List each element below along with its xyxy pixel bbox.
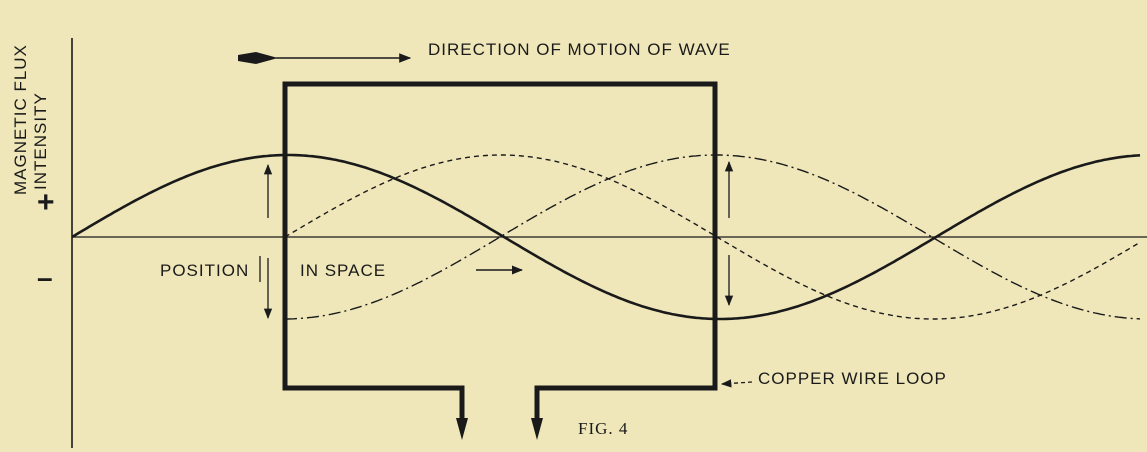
- left-lead-arrow-icon: [456, 418, 468, 440]
- wave-dashed: [284, 154, 1141, 320]
- copper-wire-loop: [282, 81, 718, 420]
- minus-sign: –: [37, 262, 54, 293]
- right-lead-arrow-icon: [531, 418, 543, 440]
- plus-sign: +: [37, 186, 56, 219]
- wave-solid: [71, 153, 1141, 321]
- y-axis-label-line2: INTENSITY: [31, 92, 50, 190]
- loop-label-leader: [720, 379, 753, 388]
- position-label: POSITION: [160, 261, 249, 280]
- figure-caption: FIG. 4: [578, 419, 628, 438]
- y-axis-label-line1: MAGNETIC FLUX: [11, 44, 30, 195]
- wave-dashdot: [285, 154, 1141, 320]
- loop-label: COPPER WIRE LOOP: [758, 369, 947, 388]
- motion-arrow-head-icon: [238, 52, 278, 64]
- figure-title: DIRECTION OF MOTION OF WAVE: [428, 40, 731, 59]
- in-space-label: IN SPACE: [300, 261, 386, 280]
